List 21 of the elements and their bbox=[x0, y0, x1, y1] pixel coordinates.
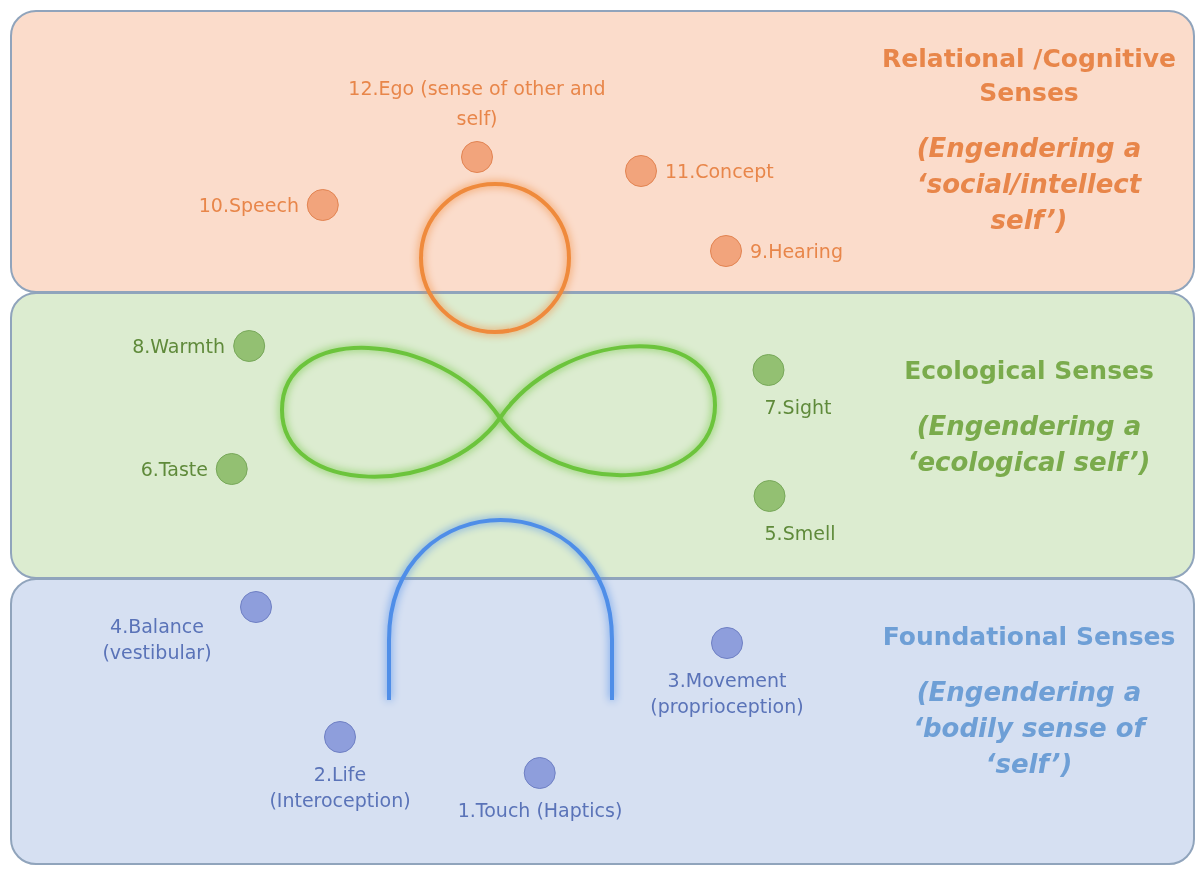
band-panel bbox=[10, 10, 1195, 293]
sense-label: 2.Life (Interoception) bbox=[268, 762, 412, 813]
sense-label: 7.Sight bbox=[764, 395, 832, 420]
band-heading: Relational /Cognitive Senses bbox=[881, 43, 1177, 109]
band-heading: Foundational Senses bbox=[882, 621, 1176, 653]
band-heading: Ecological Senses bbox=[904, 355, 1154, 387]
sense-label: 1.Touch (Haptics) bbox=[457, 798, 623, 823]
sense-label: 3.Movement (proprioception) bbox=[649, 668, 805, 719]
band-subtitle: (Engendering a ‘bodily sense of ‘self’) bbox=[879, 674, 1179, 782]
sense-label: 9.Hearing bbox=[750, 239, 843, 264]
band-panel bbox=[10, 578, 1195, 865]
sense-label: 11.Concept bbox=[665, 159, 774, 184]
sense-label: 12.Ego (sense of other and self) bbox=[347, 76, 607, 131]
band-subtitle: (Engendering a ‘social/intellect self’) bbox=[915, 132, 1143, 237]
sense-label: 4.Balance (vestibular) bbox=[101, 614, 213, 665]
band-panel bbox=[10, 292, 1195, 579]
band-subtitle: (Engendering a ‘ecological self’) bbox=[906, 410, 1152, 479]
sense-label: 8.Warmth bbox=[132, 334, 225, 359]
sense-label: 10.Speech bbox=[198, 193, 299, 218]
sense-label: 5.Smell bbox=[764, 521, 836, 546]
sense-label: 6.Taste bbox=[140, 457, 208, 482]
